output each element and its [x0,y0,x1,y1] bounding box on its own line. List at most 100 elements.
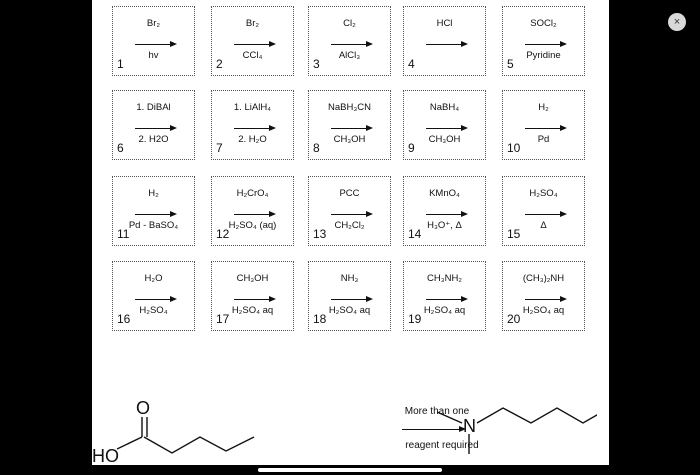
reaction-arrow [135,295,177,302]
reagent-card-14[interactable]: KMnO₄ H₃O⁺, Δ 14 [403,176,486,246]
reagent-top: H₂ [538,102,549,113]
reagent-bottom: 2. H₂O [238,134,267,145]
reagent-top: CH₃OH [236,273,269,284]
reaction-arrow [525,210,567,217]
reaction-arrow-main [402,425,466,432]
reaction-arrow [331,40,373,47]
reagent-bottom: Δ [540,220,547,231]
reagent-card-9[interactable]: NaBH₄ CH₃OH 9 [403,90,486,160]
reaction-arrow [525,40,567,47]
reactant-hydroxyl-label: HO [92,446,119,465]
reagent-bottom: H₂SO₄ aq [231,305,274,316]
reaction-arrow [234,124,276,131]
reactant-structure: HO O [92,398,255,465]
reagent-bottom: Pd [537,134,550,145]
reaction-arrow [426,40,468,47]
reagent-number: 3 [313,57,320,71]
reagent-bottom: H₂SO₄ aq [423,305,466,316]
reagent-card-7[interactable]: 1. LiAlH₄ 2. H₂O 7 [211,90,294,160]
reagent-top: HCl [436,18,453,29]
reagent-bottom: hv [148,50,159,61]
reagent-number: 16 [117,312,131,326]
reagent-top: PCC [339,188,360,199]
reagent-bottom: CH₂Cl₂ [334,220,365,231]
arrow-top-note: More than one [404,406,470,417]
reagent-bottom: H₂SO₄ aq [328,305,371,316]
reagent-card-15[interactable]: H₂SO₄ Δ 15 [502,176,585,246]
reagent-number: 14 [408,227,422,241]
reaction-arrow [331,124,373,131]
reagent-bottom: H₂SO₄ aq [522,305,565,316]
reagent-card-6[interactable]: 1. DiBAl 2. H2O 6 [112,90,195,160]
close-button[interactable]: × [668,13,686,31]
reagent-card-13[interactable]: PCC CH₂Cl₂ 13 [308,176,391,246]
reaction-arrow [331,295,373,302]
reaction-arrow [525,295,567,302]
reagent-card-8[interactable]: NaBH₃CN CH₃OH 8 [308,90,391,160]
reagent-top: Br₂ [146,18,161,29]
reagent-bottom: CCl₄ [242,50,263,61]
reagent-top: KMnO₄ [429,188,460,199]
reagent-bottom: AlCl₃ [338,50,361,61]
reactant-oxygen-label: O [136,398,150,418]
reaction-arrow [426,295,468,302]
reagent-number: 19 [408,312,422,326]
reagent-card-17[interactable]: CH₃OH H₂SO₄ aq 17 [211,261,294,331]
reagent-top: 1. LiAlH₄ [233,102,272,113]
reagent-card-12[interactable]: H₂CrO₄ H₂SO₄ (aq) 12 [211,176,294,246]
reagent-top: NH₃ [340,273,359,284]
reaction-arrow [426,124,468,131]
reaction-arrow [234,40,276,47]
reagent-top: H₂SO₄ [529,188,558,199]
reagent-number: 9 [408,141,415,155]
reagent-top: H₂O [144,273,163,284]
reagent-card-10[interactable]: H₂ Pd 10 [502,90,585,160]
reagent-number: 4 [408,57,415,71]
reagent-number: 10 [507,141,521,155]
reagent-bottom: Pyridine [526,50,561,61]
reagent-number: 6 [117,141,124,155]
reagent-top: H₂ [148,188,159,199]
reagent-number: 13 [313,227,327,241]
reagent-top: Br₂ [245,18,260,29]
reagent-bottom: H₂SO₄ (aq) [228,220,277,231]
reagent-card-20[interactable]: (CH₃)₂NH H₂SO₄ aq 20 [502,261,585,331]
reagent-number: 11 [117,227,130,241]
reagent-bottom: CH₃OH [333,134,366,145]
reaction-arrow [135,210,177,217]
reagent-bottom: Pd - BaSO₄ [128,220,179,231]
reagent-card-2[interactable]: Br₂ CCl₄ 2 [211,6,294,76]
question-panel: Br₂ hv 1 Br₂ CCl₄ 2 Cl₂ AlCl₃ 3 HCl 4 SO… [92,0,609,465]
reaction-arrow [426,210,468,217]
reaction-arrow [135,40,177,47]
reagent-number: 18 [313,312,327,326]
reagent-card-5[interactable]: SOCl₂ Pyridine 5 [502,6,585,76]
reagent-card-1[interactable]: Br₂ hv 1 [112,6,195,76]
reagent-top: NaBH₄ [429,102,460,113]
reagent-top: 1. DiBAl [136,102,171,113]
reagent-top: NaBH₃CN [328,102,371,113]
reagent-number: 20 [507,312,521,326]
reagent-top: SOCl₂ [530,18,557,29]
reagent-top: CH₃NH₂ [427,273,462,284]
reagent-card-18[interactable]: NH₃ H₂SO₄ aq 18 [308,261,391,331]
reagent-number: 15 [507,227,521,241]
reagent-card-16[interactable]: H₂O H₂SO₄ 16 [112,261,195,331]
reagent-card-3[interactable]: Cl₂ AlCl₃ 3 [308,6,391,76]
reaction-arrow [525,124,567,131]
reagent-card-19[interactable]: CH₃NH₂ H₂SO₄ aq 19 [403,261,486,331]
reagent-card-11[interactable]: H₂ Pd - BaSO₄ 11 [112,176,195,246]
product-nitrogen-label: N [463,416,476,436]
home-indicator-bar[interactable] [258,468,442,472]
reaction-arrow [234,295,276,302]
reagent-bottom: H₂SO₄ [139,305,168,316]
reaction-arrow [234,210,276,217]
reagent-number: 7 [216,141,223,155]
reagent-top: Cl₂ [343,18,356,29]
reagent-number: 17 [216,312,230,326]
reagent-number: 1 [117,57,124,71]
reagent-number: 2 [216,57,223,71]
reagent-card-4[interactable]: HCl 4 [403,6,486,76]
reagent-bottom: 2. H2O [138,134,169,145]
arrow-bottom-note: reagent required [405,440,479,451]
